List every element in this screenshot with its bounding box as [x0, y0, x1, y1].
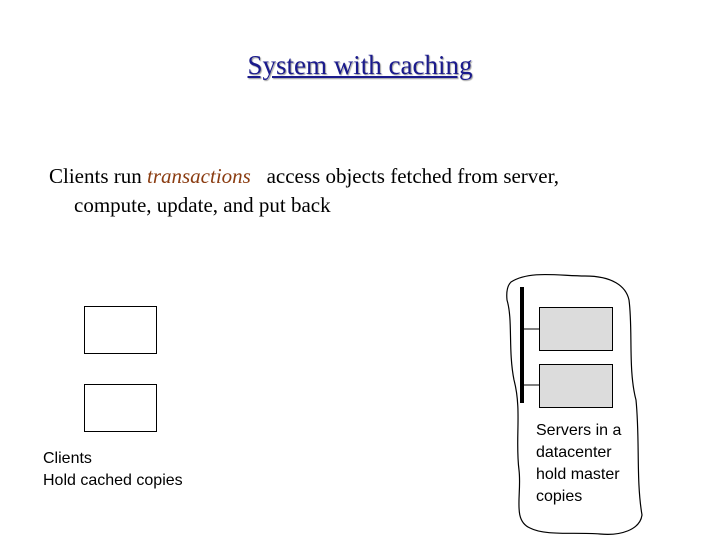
body-text-line2: compute, update, and put back [74, 193, 331, 217]
server-box-2 [539, 364, 613, 408]
transactions-term: transactions [147, 164, 251, 188]
datacenter-cloud [506, 273, 643, 535]
body-text: Clients run transactions access objects … [49, 162, 669, 220]
server-box-1 [539, 307, 613, 351]
client-box-1 [84, 306, 157, 354]
slide-title: System with caching [247, 50, 473, 80]
body-text-rest: access objects fetched from server, [250, 164, 560, 188]
servers-caption: Servers in a datacenter hold master copi… [536, 422, 622, 505]
client-box-2 [84, 384, 157, 432]
body-text-start: Clients run [49, 164, 147, 188]
clients-caption: Clients Hold cached copies [43, 450, 183, 489]
